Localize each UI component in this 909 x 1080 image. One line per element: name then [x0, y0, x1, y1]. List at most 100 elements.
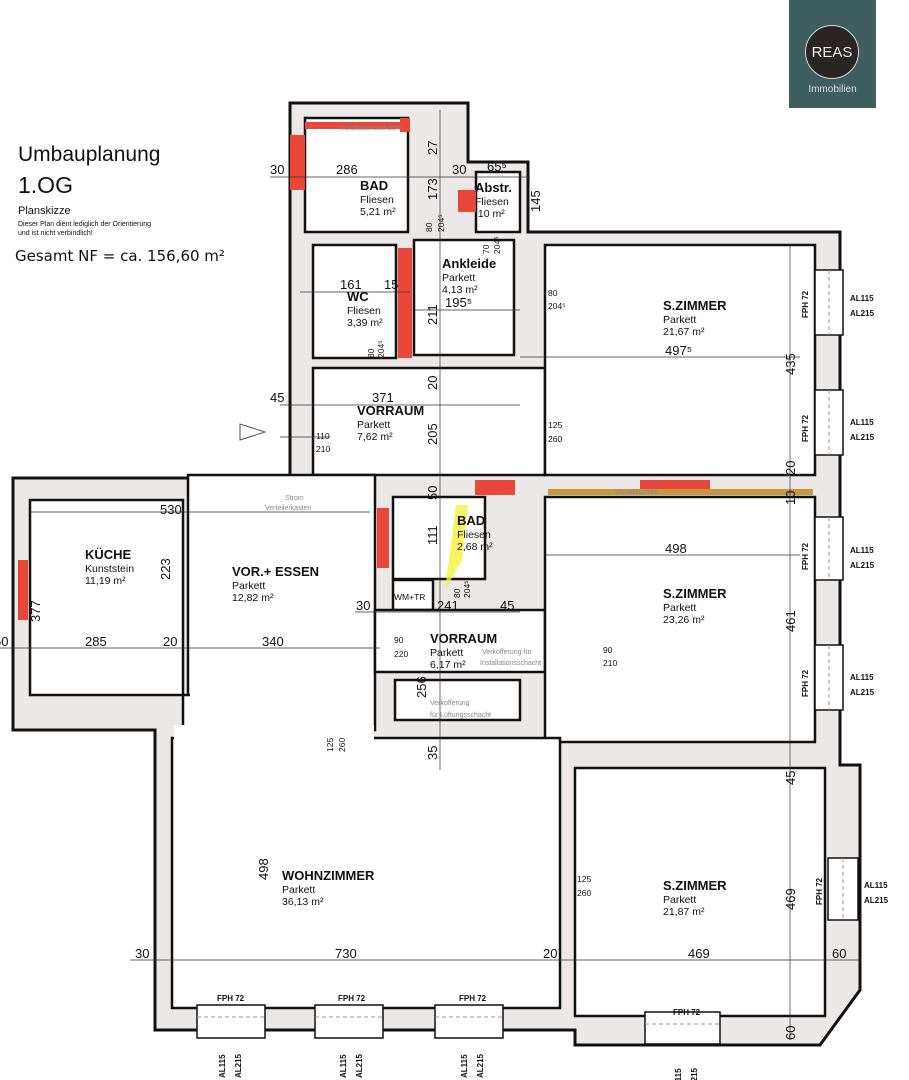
plan-note: für Lüftungsschacht	[430, 712, 491, 719]
window-type-label: AL115	[674, 1068, 683, 1080]
dimension-label: 210	[603, 658, 617, 668]
dimension-label: 377	[28, 600, 43, 622]
room-name: BAD	[360, 178, 388, 193]
room-area-value: 7,62 m²	[357, 431, 393, 443]
plan-note: Verkofferung	[430, 700, 470, 707]
dimension-label: 204⁵	[436, 214, 446, 232]
window-type-label: AL115	[850, 418, 874, 427]
new-wall-marker	[18, 560, 28, 620]
dimension-label: 241	[437, 598, 459, 613]
window-type-label: AL215	[850, 561, 875, 570]
floor-label: 1.OG	[18, 172, 73, 198]
facing-shell-line	[548, 489, 813, 495]
room-area-value: 5,21 m²	[360, 206, 396, 218]
plan-title: Umbauplanung	[18, 143, 161, 166]
room-floor: Parkett	[357, 419, 390, 431]
highlight-mark	[445, 505, 468, 590]
new-wall-marker	[458, 190, 476, 212]
dimension-label: 35	[425, 746, 440, 760]
window	[644, 1011, 721, 1045]
room-area	[170, 736, 562, 1010]
room-area-value: 36,13 m²	[282, 896, 324, 908]
dimension-label: 223	[158, 558, 173, 580]
dimension-label: 15	[384, 277, 398, 292]
dimension-label: 30	[135, 946, 149, 961]
window	[314, 1004, 384, 1039]
plan-note: Strom	[285, 495, 304, 502]
room-name: Ankleide	[442, 256, 496, 271]
dimension-label: 285	[85, 634, 107, 649]
dimension-label: 110	[316, 431, 330, 441]
new-wall-marker	[377, 508, 389, 568]
window-frame-label: FPH 72	[801, 414, 810, 442]
room-area	[543, 495, 817, 744]
window-type-label: AL215	[355, 1053, 364, 1078]
window-type-label: AL215	[850, 309, 875, 318]
dimension-label: 256	[414, 676, 429, 698]
dimension-label: 498	[665, 541, 687, 556]
window-type-label: AL215	[690, 1067, 699, 1080]
open-floor	[32, 502, 181, 693]
dimension-label: 204⁵	[548, 301, 566, 311]
dimension-label: 20	[543, 946, 557, 961]
window-frame-label: FPH 72	[801, 290, 810, 318]
dimension-label: 260	[577, 888, 591, 898]
window-frame-label: FPH 72	[338, 994, 366, 1003]
plan-subtitle: Planskizze	[18, 205, 71, 217]
plan-note: Vorsatzschale	[615, 489, 659, 496]
dimension-label: 125	[548, 420, 562, 430]
room-floor: Fliesen	[457, 529, 491, 541]
room-area-value: 11,19 m²	[85, 575, 126, 587]
room-floor: Parkett	[442, 272, 475, 284]
room-name: WC	[347, 289, 369, 304]
dimension-label: 730	[335, 946, 357, 961]
dimension-label: 50	[425, 486, 440, 500]
dimension-label: 286	[336, 162, 358, 177]
room-name: BAD	[457, 513, 485, 528]
window-frame-label: FPH 72	[801, 542, 810, 570]
new-wall-marker	[305, 122, 405, 129]
room-area-value: 12,82 m²	[232, 592, 274, 604]
dimension-label: 497⁵	[665, 343, 692, 358]
room-floor: Parkett	[232, 580, 265, 592]
window-type-label: AL115	[864, 881, 888, 890]
total-area: Gesamt NF = ca. 156,60 m²	[15, 247, 225, 265]
window-type-label: AL215	[864, 896, 889, 905]
window-type-label: AL115	[850, 546, 874, 555]
window-type-label: AL215	[850, 688, 875, 697]
window-type-label: AL215	[234, 1053, 243, 1078]
room-area	[573, 766, 827, 1018]
dimension-label: 10	[783, 491, 798, 505]
dimension-label: 90	[394, 635, 404, 645]
dimension-label: 80	[424, 222, 434, 232]
open-floor	[174, 725, 374, 745]
dimension-label: 469	[688, 946, 710, 961]
dimension-label: 20	[783, 461, 798, 475]
dimension-label: 80	[548, 288, 558, 298]
open-floor	[377, 612, 543, 670]
dimension-label: 45	[500, 598, 514, 613]
window-type-label: AL115	[339, 1054, 348, 1078]
plan-note: WM+TR	[394, 592, 425, 602]
dimension-label: 30	[270, 162, 284, 177]
room-area-value: 21,87 m²	[663, 906, 705, 918]
window-frame-label: FPH 72	[801, 669, 810, 697]
room-area-value: ,10 m²	[475, 208, 505, 220]
dimension-label: 50	[0, 634, 8, 649]
new-wall-marker	[400, 118, 410, 132]
plan-note: Verkofferung für	[482, 649, 532, 656]
room-floor: Parkett	[430, 647, 463, 659]
dimension-label: 469	[783, 888, 798, 910]
dimension-label: 461	[783, 610, 798, 632]
window-type-label: AL115	[850, 673, 874, 682]
dimension-label: 27	[425, 141, 440, 155]
dimension-label: 30	[356, 598, 370, 613]
room-area	[303, 116, 410, 234]
room-area-value: 4,13 m²	[442, 284, 478, 296]
room-area	[391, 578, 435, 612]
room-area-value: 23,26 m²	[663, 614, 705, 626]
room-floor: Parkett	[663, 602, 696, 614]
room-name: S.ZIMMER	[663, 878, 727, 893]
dimension-label: 260	[548, 434, 562, 444]
room-floor: Parkett	[663, 314, 696, 326]
